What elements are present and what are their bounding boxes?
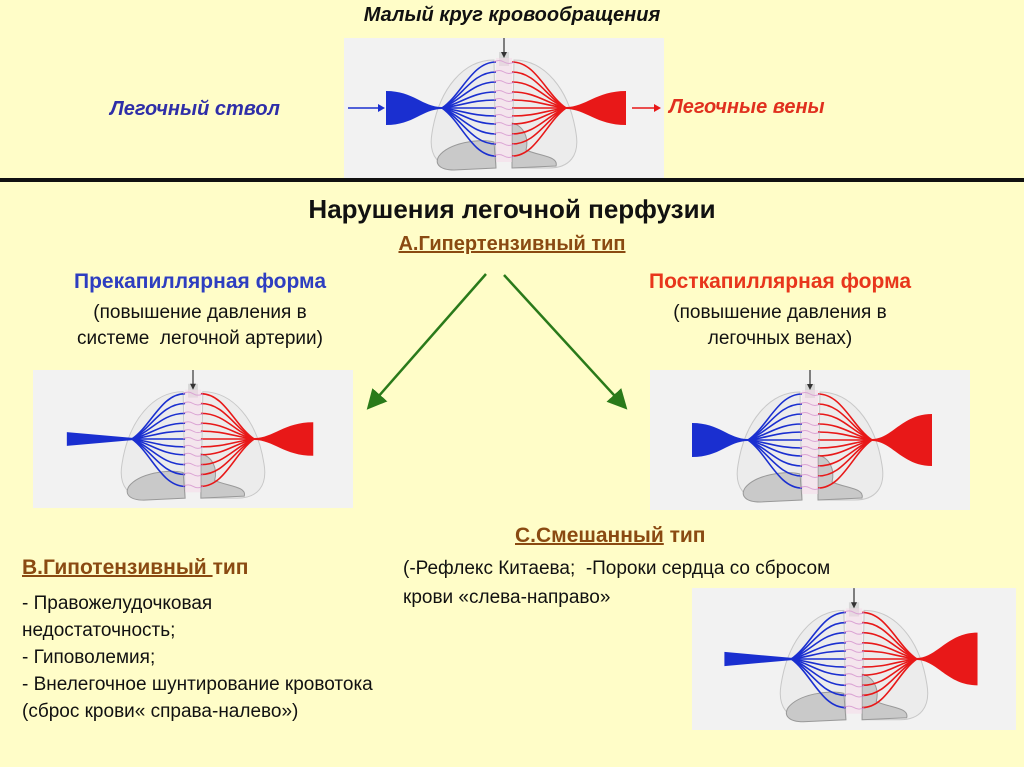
pulmonary-veins-label: Легочные вены — [669, 96, 825, 118]
normal-circulation-diagram — [344, 38, 664, 178]
postcapillary-desc-line: легочных венах) — [707, 328, 853, 349]
vein-branch — [200, 438, 255, 476]
artery-branch — [131, 412, 186, 440]
heart-left-shape — [742, 472, 803, 503]
right-lung-icon — [200, 391, 266, 499]
type-a-label: А.Гипертензивный тип — [398, 233, 626, 255]
pulmonary-artery-inlet — [386, 91, 442, 125]
precapillary-diagram — [33, 370, 353, 508]
diagram-header-title: Малый круг кровообращения — [363, 4, 661, 26]
mixed-type-diagram — [692, 588, 1016, 730]
heart-right-shape — [511, 122, 557, 169]
branch-arrows — [366, 273, 628, 410]
vein-branch — [862, 658, 918, 709]
pulmonary-artery-inlet — [692, 423, 748, 457]
artery-branch — [790, 621, 846, 660]
list-item: - Правожелудочковая — [22, 593, 213, 614]
right-lung-icon — [511, 59, 578, 169]
capillary-bed — [802, 390, 818, 494]
precapillary-description: (повышение давления в системе легочной а… — [0, 300, 400, 352]
heart-right-shape — [861, 673, 908, 721]
type-c-desc-line: (-Рефлекс Китаева; -Пороки сердца со сбр… — [403, 558, 831, 579]
type-c-description: (-Рефлекс Китаева; -Пороки сердца со сбр… — [403, 554, 830, 612]
artery-branch — [747, 439, 803, 489]
vein-branch — [200, 412, 255, 440]
artery-branch — [790, 658, 846, 697]
artery-branch — [441, 107, 497, 157]
vein-branch — [200, 402, 255, 440]
heart-left-shape — [126, 470, 186, 501]
precapillary-desc-line: (повышение давления в — [93, 302, 307, 323]
artery-branch — [790, 631, 846, 660]
type-b-suffix: тип — [212, 556, 249, 579]
heart-left-shape — [436, 140, 497, 171]
artery-branch — [441, 71, 497, 109]
postcapillary-title: Посткапиллярная форма — [648, 270, 912, 293]
arrow-to-precapillary — [366, 273, 487, 410]
capillary-bed — [496, 58, 512, 162]
list-item: - Гиповолемия; — [22, 647, 156, 668]
arrow-to-postcapillary — [503, 274, 628, 410]
postcapillary-diagram — [650, 370, 970, 510]
artery-branch — [747, 439, 803, 477]
artery-branch — [747, 403, 803, 441]
artery-branch — [441, 81, 497, 109]
vein-branch — [200, 438, 255, 488]
pulmonary-vein-outlet — [872, 414, 932, 466]
vein-branch — [511, 71, 567, 109]
heart-left-shape — [785, 691, 847, 723]
precapillary-title: Прекапиллярная форма — [73, 270, 326, 293]
right-lung-icon — [861, 609, 929, 721]
type-b-label: В.Гипотензивный — [22, 556, 213, 579]
vein-branch — [511, 107, 567, 157]
list-item: недостаточность; — [22, 620, 176, 641]
artery-branch — [131, 402, 186, 440]
artery-branch — [131, 438, 186, 488]
vein-branch — [511, 81, 567, 109]
main-title: Нарушения легочной перфузии — [308, 194, 716, 224]
postcapillary-description: (повышение давления в легочных венах) — [580, 300, 980, 352]
vein-branch — [511, 107, 567, 145]
pulmonary-artery-inlet — [66, 432, 134, 446]
list-item: (сброс крови« справа-налево») — [22, 701, 299, 722]
precapillary-desc-line: системе легочной артерии) — [77, 328, 323, 349]
postcapillary-desc-line: (повышение давления в — [673, 302, 887, 323]
list-item: - Внелегочное шунтирование кровотока — [22, 674, 373, 695]
vein-branch — [862, 621, 918, 660]
artery-branch — [131, 438, 186, 476]
heart-right-shape — [200, 453, 245, 499]
capillary-bed — [185, 389, 201, 493]
pulmonary-artery-inlet — [724, 651, 794, 667]
section-divider — [0, 178, 1024, 182]
vein-branch — [817, 413, 873, 441]
artery-branch — [747, 413, 803, 441]
pulmonary-trunk-label: Легочный ствол — [110, 98, 280, 120]
vein-branch — [817, 403, 873, 441]
artery-branch — [441, 107, 497, 145]
type-c-heading: С.Смешанный тип — [515, 524, 706, 548]
right-lung-icon — [817, 391, 884, 501]
pulmonary-vein-outlet — [566, 91, 626, 125]
heart-right-shape — [817, 454, 863, 501]
pulmonary-vein-outlet — [916, 632, 978, 686]
type-b-list: - Правожелудочковая недостаточность; - Г… — [22, 590, 373, 725]
pulmonary-vein-outlet — [254, 422, 314, 456]
type-c-suffix: тип — [663, 524, 706, 547]
type-a-heading: А.Гипертензивный тип — [0, 233, 1024, 256]
type-c-desc-line: крови «слева-направо» — [403, 587, 611, 608]
vein-branch — [817, 439, 873, 489]
type-b-heading: В.Гипотензивный тип — [22, 556, 248, 580]
vein-branch — [862, 658, 918, 697]
vein-branch — [817, 439, 873, 477]
vein-branch — [862, 631, 918, 660]
artery-branch — [790, 658, 846, 709]
type-c-label: С.Смешанный — [515, 524, 664, 547]
capillary-bed — [845, 608, 863, 714]
